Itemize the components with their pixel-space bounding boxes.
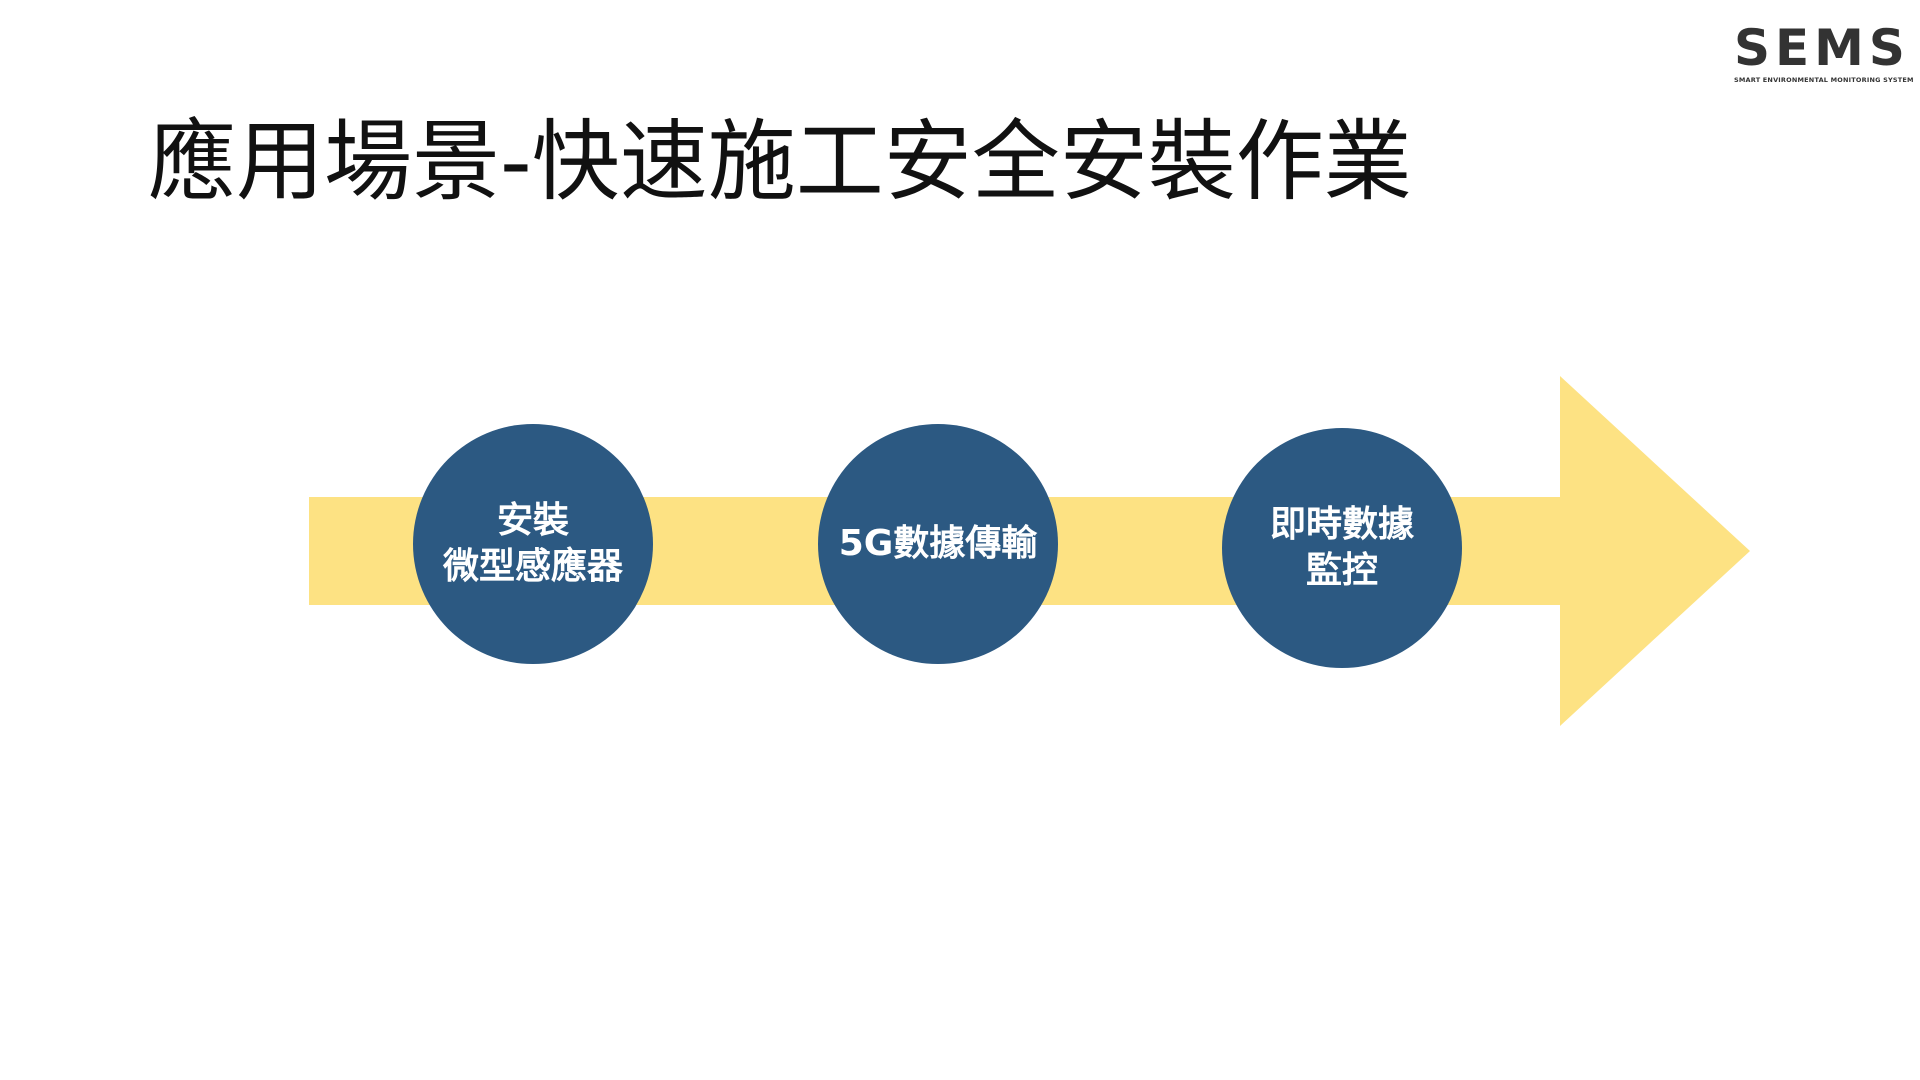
step-circle-install-sensor: 安裝 微型感應器 xyxy=(413,424,653,664)
page-title: 應用場景-快速施工安全安裝作業 xyxy=(148,110,1412,213)
step-label: 即時數據 監控 xyxy=(1269,504,1414,591)
step-circle-5g-transmission: 5G數據傳輸 xyxy=(818,424,1058,664)
sems-logo: SEMS SMART ENVIRONMENTAL MONITORING SYST… xyxy=(1734,19,1914,84)
step-label: 5G數據傳輸 xyxy=(838,523,1038,564)
step-circle-realtime-monitoring: 即時數據 監控 xyxy=(1222,428,1462,668)
logo-wordmark: SEMS xyxy=(1734,19,1910,77)
step-label: 安裝 微型感應器 xyxy=(442,500,623,587)
logo-tagline: SMART ENVIRONMENTAL MONITORING SYSTEM xyxy=(1734,76,1914,84)
